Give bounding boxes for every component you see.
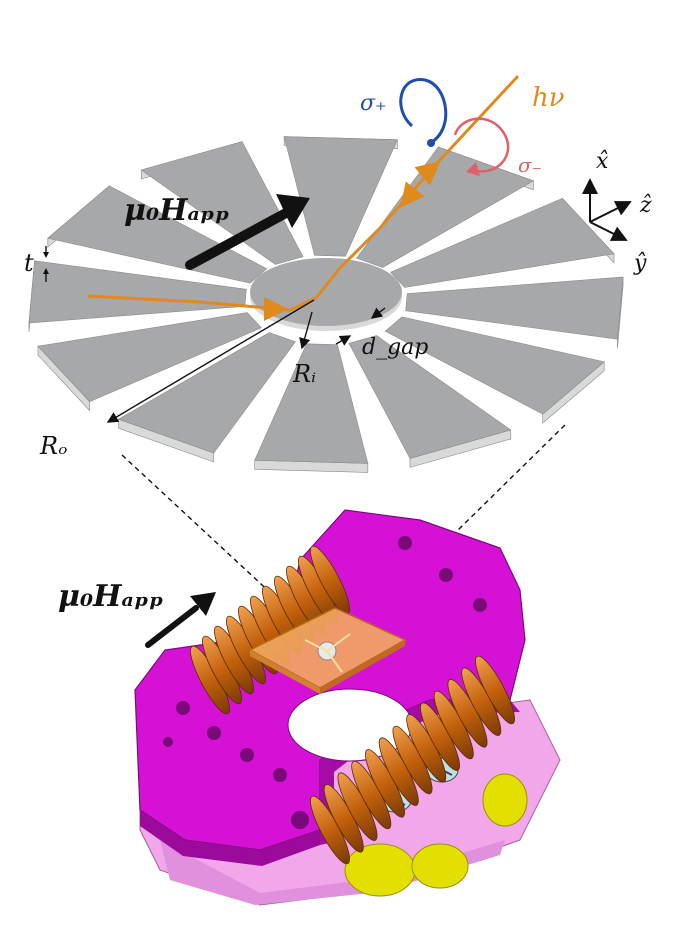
petal bbox=[348, 335, 512, 459]
petal-antenna bbox=[28, 136, 624, 473]
inner-radius-marker bbox=[299, 311, 313, 350]
thickness-marker bbox=[43, 246, 49, 282]
petal bbox=[37, 312, 262, 402]
thickness-label: t bbox=[24, 249, 34, 277]
applied-field-label-bottom: μ₀𝑯ₐₚₚ bbox=[58, 579, 164, 614]
sigma-minus-arrow bbox=[453, 117, 510, 176]
magnet-assembly bbox=[134, 509, 561, 906]
sigma-minus-label: σ₋ bbox=[518, 153, 542, 177]
coil-right bbox=[310, 655, 515, 865]
sample-plate bbox=[248, 607, 407, 694]
petal bbox=[283, 136, 398, 257]
petal bbox=[254, 343, 369, 464]
coil-turn bbox=[475, 655, 515, 725]
gap-marker bbox=[335, 307, 386, 346]
axis-x-label: x̂ bbox=[596, 149, 609, 174]
petal bbox=[384, 316, 605, 415]
outer-radius-marker bbox=[106, 299, 315, 423]
photon-label: hν bbox=[532, 83, 565, 113]
foot-middle bbox=[411, 843, 469, 889]
applied-field-arrow-top bbox=[185, 194, 310, 270]
petal bbox=[47, 185, 268, 284]
sigma-plus-label: σ₊ bbox=[360, 91, 387, 116]
foot-left bbox=[344, 843, 416, 897]
petal bbox=[140, 141, 304, 265]
bolt-holes bbox=[163, 536, 487, 829]
axis-z-label: ẑ bbox=[639, 193, 652, 218]
sigma-plus-arrow bbox=[399, 78, 448, 147]
gap-label: d_gap bbox=[362, 335, 428, 360]
inner-radius-label: Rᵢ bbox=[292, 360, 316, 388]
outer-radius-label: Rₒ bbox=[39, 432, 67, 460]
laser-beam bbox=[87, 74, 520, 321]
foot-right bbox=[482, 773, 528, 827]
petal bbox=[390, 198, 615, 288]
applied-field-arrow-bottom bbox=[145, 592, 216, 648]
applied-field-label-top: μ₀𝑯ₐₚₚ bbox=[124, 193, 230, 228]
center-hub bbox=[250, 258, 402, 331]
petal bbox=[28, 260, 247, 324]
axes-triad bbox=[582, 178, 632, 241]
petal bbox=[405, 276, 624, 340]
axis-y-label: ŷ bbox=[633, 251, 647, 276]
